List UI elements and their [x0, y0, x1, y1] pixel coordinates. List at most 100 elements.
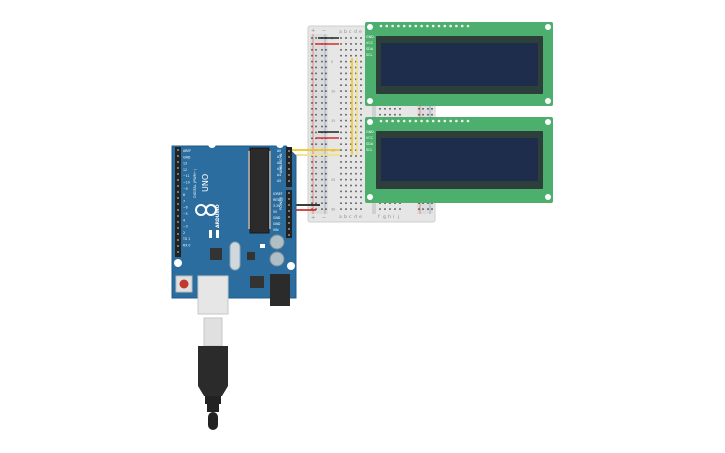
breadboard-hole — [311, 49, 313, 51]
breadboard-hole — [379, 202, 381, 204]
breadboard-hole — [394, 108, 396, 110]
crystal-oscillator — [229, 241, 241, 271]
breadboard-hole — [345, 43, 347, 45]
arduino-pin — [177, 167, 179, 169]
breadboard-hole — [350, 155, 352, 157]
breadboard-hole — [350, 208, 352, 210]
breadboard-hole — [355, 113, 357, 116]
reset-button-cap[interactable] — [179, 279, 189, 289]
breadboard-hole — [311, 72, 313, 75]
wires — [292, 37, 358, 211]
breadboard-hole — [315, 184, 317, 187]
breadboard-hole — [321, 196, 323, 199]
breadboard-hole — [315, 113, 317, 116]
lcd-header-pin — [391, 119, 394, 123]
breadboard-hole — [311, 90, 313, 92]
breadboard-column-letter: e — [359, 30, 362, 35]
arduino-pin — [177, 161, 179, 163]
usb-cable — [198, 317, 228, 430]
breadboard-hole — [399, 208, 401, 210]
breadboard-hole — [360, 119, 362, 122]
breadboard-hole — [325, 190, 327, 193]
breadboard-hole — [427, 202, 429, 204]
breadboard-hole — [321, 90, 323, 92]
breadboard-hole — [355, 49, 357, 51]
breadboard-hole — [315, 49, 317, 51]
breadboard-hole — [325, 90, 327, 92]
lcd-top-header-pins — [379, 24, 470, 28]
breadboard-hole — [321, 178, 323, 181]
lcd-top-mount-hole — [545, 98, 551, 104]
breadboard-hole — [360, 90, 362, 92]
breadboard-hole — [321, 60, 323, 63]
breadboard-hole — [325, 119, 327, 122]
breadboard-hole — [345, 90, 347, 92]
breadboard-hole — [345, 196, 347, 199]
power-jack — [270, 274, 290, 306]
breadboard-hole — [325, 72, 327, 75]
lcd-top-pin-label: SCL — [366, 53, 373, 57]
breadboard-hole — [325, 54, 327, 57]
breadboard-hole — [345, 131, 347, 134]
breadboard-hole — [360, 37, 362, 39]
breadboard-hole — [350, 172, 352, 175]
lcd-header-pin — [385, 119, 389, 123]
breadboard-hole — [315, 90, 317, 92]
breadboard-hole — [345, 190, 347, 193]
lcd-header-pin — [455, 119, 458, 123]
arduino-pin — [177, 173, 179, 175]
arduino-pin-label: GND — [273, 222, 281, 226]
arduino-pin — [288, 198, 290, 200]
breadboard-hole — [350, 149, 352, 151]
breadboard-row-number: 5 — [331, 60, 333, 64]
arduino-pin — [288, 216, 290, 218]
arduino-pin — [288, 174, 290, 176]
arduino-pin-label: ~11 — [183, 174, 190, 178]
breadboard-hole — [355, 37, 357, 39]
breadboard-hole — [355, 125, 357, 128]
rail-minus-label-bottom: − — [322, 215, 326, 221]
breadboard-hole — [325, 60, 327, 63]
breadboard-hole — [350, 161, 352, 163]
breadboard-hole — [315, 155, 317, 157]
lcd-bottom-screen — [381, 138, 538, 181]
breadboard-hole — [350, 108, 352, 110]
breadboard-hole — [325, 196, 327, 199]
breadboard-hole — [350, 178, 352, 181]
breadboard-hole — [311, 54, 313, 57]
breadboard-hole — [422, 108, 424, 110]
arduino-power-header — [286, 190, 292, 238]
breadboard-hole — [345, 155, 347, 157]
lcd-top-pin-label: VCC — [366, 41, 374, 45]
breadboard-hole — [345, 178, 347, 181]
breadboard-hole — [340, 208, 342, 210]
breadboard-hole — [315, 60, 317, 63]
lcd-header-pin — [420, 119, 423, 123]
breadboard-hole — [321, 143, 323, 145]
arduino-pin — [288, 228, 290, 230]
breadboard-hole — [325, 102, 327, 104]
breadboard-hole — [427, 113, 429, 116]
breadboard-hole — [345, 119, 347, 122]
breadboard-hole — [360, 66, 362, 69]
breadboard-hole — [311, 66, 313, 69]
breadboard-hole — [321, 66, 323, 69]
arduino-logo — [195, 204, 217, 216]
breadboard-hole — [360, 60, 362, 63]
breadboard-hole — [321, 54, 323, 57]
breadboard-hole — [360, 190, 362, 193]
breadboard-hole — [427, 208, 429, 210]
breadboard-row-number: 15 — [331, 119, 335, 123]
lcd-header-pin — [397, 119, 400, 123]
breadboard-hole — [311, 125, 313, 128]
breadboard-hole — [355, 190, 357, 193]
arduino-pin-label: 3.3V — [273, 204, 281, 208]
arduino-pin-label: A0 — [277, 149, 281, 153]
breadboard-hole — [384, 208, 386, 210]
arduino-pin — [288, 150, 290, 152]
lcd-header-pin — [402, 119, 406, 123]
breadboard-hole — [350, 78, 352, 81]
breadboard-hole — [311, 202, 313, 204]
breadboard-hole — [315, 84, 317, 86]
breadboard-hole — [325, 178, 327, 181]
